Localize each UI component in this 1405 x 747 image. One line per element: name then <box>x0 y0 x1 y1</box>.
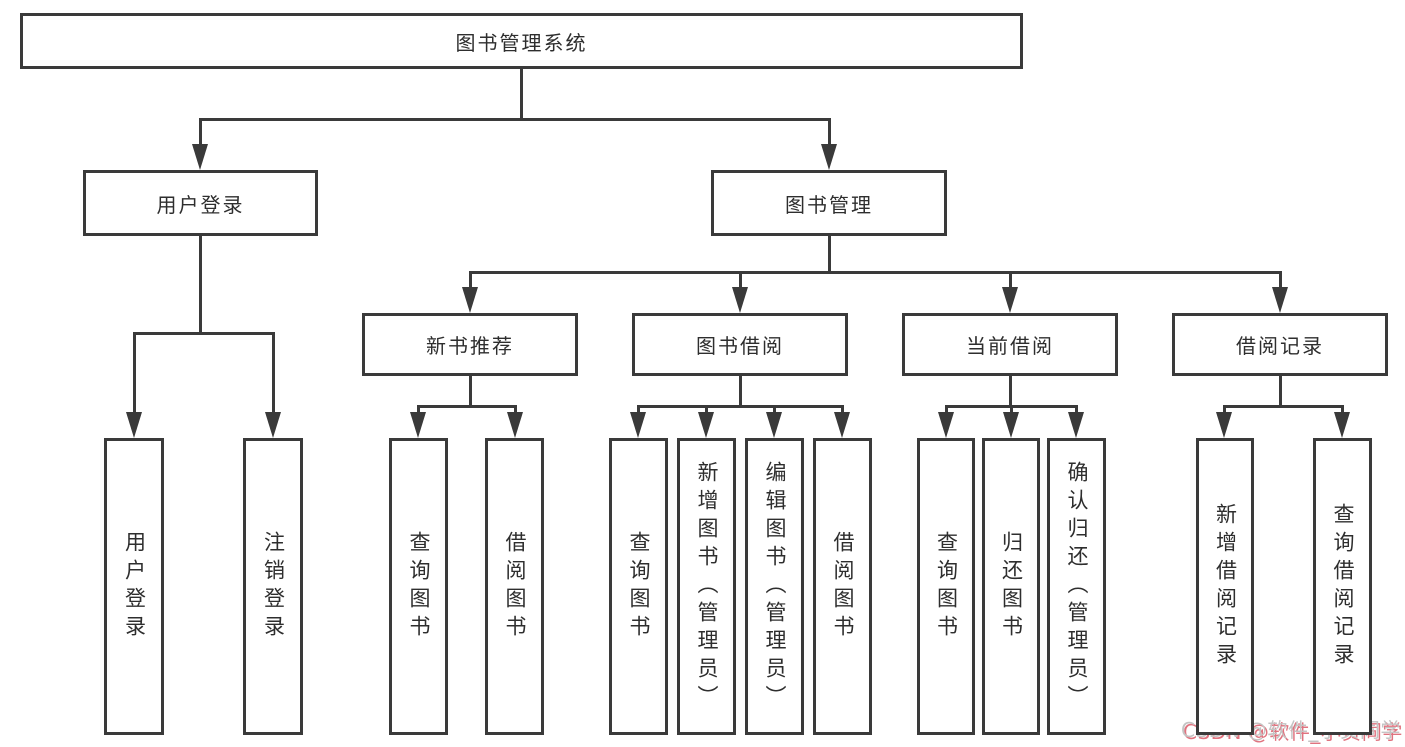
node-label-leaf-return-books: 归还图书 <box>999 530 1024 643</box>
arrowhead-icon <box>698 412 714 438</box>
arrow-shaft-3 <box>272 333 275 418</box>
node-label-leaf-add-books-admin: 新增图书（管理员） <box>695 460 719 713</box>
arrowhead-icon <box>1216 412 1232 438</box>
connector-vline-8 <box>739 376 742 408</box>
arrowhead-icon <box>1334 412 1350 438</box>
node-current-borrowing: 当前借阅 <box>902 313 1118 376</box>
arrowhead-icon <box>265 412 281 438</box>
arrowhead-icon <box>821 144 837 170</box>
connector-vline-12 <box>1279 376 1282 408</box>
arrowhead-icon <box>462 287 478 313</box>
node-root: 图书管理系统 <box>20 13 1023 69</box>
arrow-shaft-2 <box>133 333 136 418</box>
node-label-leaf-query-books-current: 查询图书 <box>934 530 959 643</box>
arrowhead-icon <box>1003 412 1019 438</box>
arrowhead-icon <box>1272 287 1288 313</box>
node-label-current-borrowing: 当前借阅 <box>966 334 1054 358</box>
node-new-book-recommend: 新书推荐 <box>362 313 578 376</box>
node-leaf-edit-books-admin: 编辑图书（管理员） <box>745 438 804 735</box>
connector-vline-2 <box>199 236 202 335</box>
arrow-shaft-5 <box>739 272 742 293</box>
node-label-leaf-edit-books-admin: 编辑图书（管理员） <box>763 460 787 713</box>
node-leaf-return-books: 归还图书 <box>982 438 1040 735</box>
node-leaf-add-borrow-record: 新增借阅记录 <box>1196 438 1254 735</box>
node-label-leaf-confirm-return-admin: 确认归还（管理员） <box>1065 460 1089 713</box>
node-leaf-add-books-admin: 新增图书（管理员） <box>677 438 736 735</box>
arrowhead-icon <box>834 412 850 438</box>
arrowhead-icon <box>630 412 646 438</box>
node-label-leaf-query-borrow-record: 查询借阅记录 <box>1331 502 1355 671</box>
node-user-login: 用户登录 <box>83 170 318 236</box>
node-leaf-logout-login: 注销登录 <box>243 438 303 735</box>
node-label-leaf-add-borrow-record: 新增借阅记录 <box>1213 502 1238 671</box>
connector-hline-1 <box>199 118 831 121</box>
node-label-leaf-query-books-recommend: 查询图书 <box>407 530 431 643</box>
node-book-borrowing: 图书借阅 <box>632 313 848 376</box>
node-leaf-borrow-books: 借阅图书 <box>813 438 872 735</box>
connector-vline-4 <box>828 236 831 274</box>
arrow-shaft-0 <box>199 119 202 150</box>
arrowhead-icon <box>1002 287 1018 313</box>
arrowhead-icon <box>126 412 142 438</box>
connector-hline-5 <box>469 271 1282 274</box>
node-leaf-borrow-books-recommend: 借阅图书 <box>485 438 544 735</box>
connector-hline-9 <box>637 405 844 408</box>
node-leaf-user-login: 用户登录 <box>104 438 164 735</box>
connector-hline-13 <box>1223 405 1344 408</box>
node-label-leaf-borrow-books-recommend: 借阅图书 <box>503 530 527 643</box>
node-label-book-management: 图书管理 <box>785 192 873 217</box>
arrowhead-icon <box>938 412 954 438</box>
connector-hline-3 <box>133 332 275 335</box>
node-label-root: 图书管理系统 <box>455 30 588 55</box>
node-label-leaf-borrow-books: 借阅图书 <box>831 530 855 643</box>
node-label-leaf-query-books-borrowing: 查询图书 <box>627 530 651 643</box>
arrowhead-icon <box>410 412 426 438</box>
node-leaf-query-books-borrowing: 查询图书 <box>609 438 668 735</box>
connector-vline-6 <box>469 376 472 408</box>
node-label-borrowing-records: 借阅记录 <box>1236 334 1324 358</box>
node-label-book-borrowing: 图书借阅 <box>696 334 784 358</box>
connector-vline-0 <box>520 69 523 121</box>
node-leaf-query-books-current: 查询图书 <box>917 438 975 735</box>
arrowhead-icon <box>732 287 748 313</box>
node-leaf-query-books-recommend: 查询图书 <box>389 438 448 735</box>
node-leaf-query-borrow-record: 查询借阅记录 <box>1313 438 1372 735</box>
arrow-shaft-1 <box>828 119 831 150</box>
node-label-leaf-logout-login: 注销登录 <box>261 530 286 643</box>
arrowhead-icon <box>1068 412 1084 438</box>
arrowhead-icon <box>507 412 523 438</box>
arrow-shaft-4 <box>469 272 472 293</box>
arrow-shaft-7 <box>1279 272 1282 293</box>
node-leaf-confirm-return-admin: 确认归还（管理员） <box>1047 438 1106 735</box>
arrowhead-icon <box>766 412 782 438</box>
node-label-new-book-recommend: 新书推荐 <box>426 334 514 358</box>
node-borrowing-records: 借阅记录 <box>1172 313 1388 376</box>
node-book-management: 图书管理 <box>711 170 947 236</box>
arrowhead-icon <box>192 144 208 170</box>
node-label-user-login: 用户登录 <box>156 192 245 217</box>
arrow-shaft-6 <box>1009 272 1012 293</box>
connector-vline-10 <box>1009 376 1012 408</box>
node-label-leaf-user-login: 用户登录 <box>122 530 147 643</box>
connector-hline-7 <box>417 405 517 408</box>
